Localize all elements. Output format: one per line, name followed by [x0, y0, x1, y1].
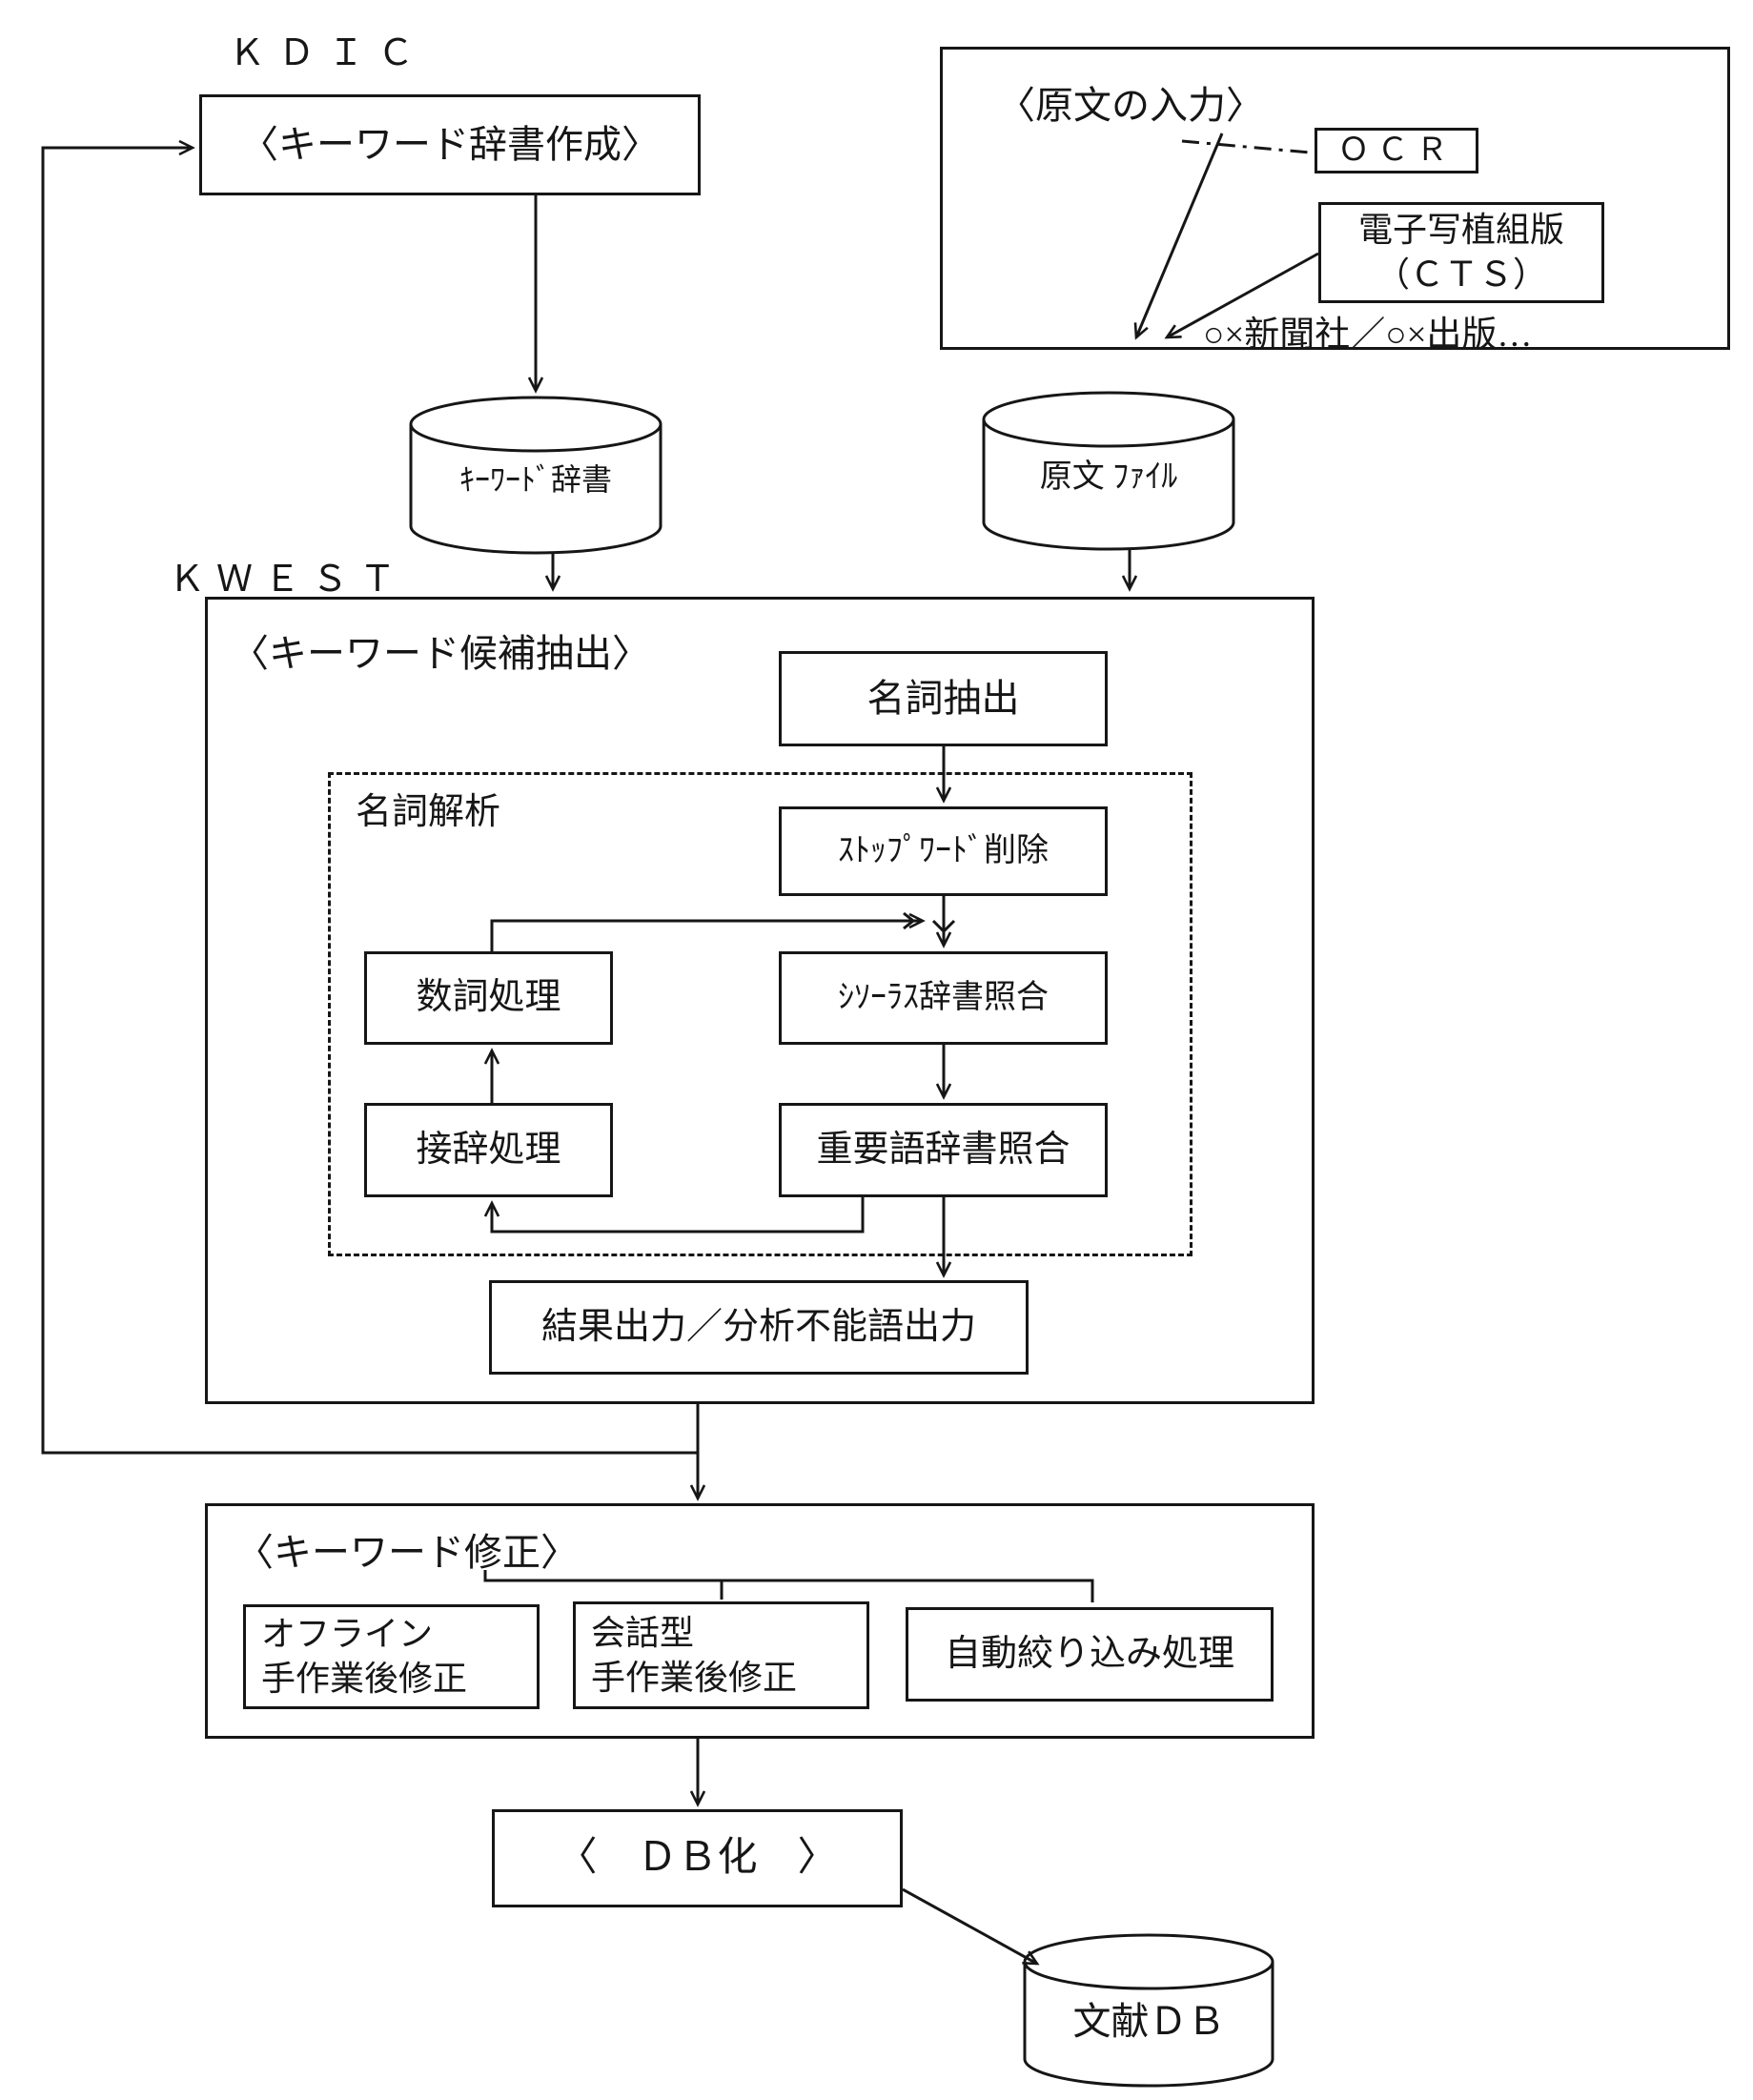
noun-extraction-node: 名詞抽出 — [779, 651, 1108, 746]
keyword-dictionary-cylinder — [409, 396, 662, 555]
interactive-correction-line1: 会話型 — [591, 1613, 695, 1652]
cts-line1: 電子写植組版 — [1357, 211, 1564, 250]
providers-label: ○×新聞社／○×出版… — [1203, 316, 1533, 355]
source-input-group — [940, 47, 1730, 350]
source-file-db-label: 原文 ﾌｧｲﾙ — [1039, 459, 1178, 495]
stopword-removal-node: ｽﾄｯﾌﾟﾜｰﾄﾞ削除 — [779, 806, 1108, 896]
offline-correction-line1: オフライン — [261, 1615, 434, 1654]
arrow-input-right — [1164, 252, 1319, 339]
arrow-input-left — [1133, 133, 1224, 340]
interactive-correction-line2: 手作業後修正 — [591, 1658, 798, 1697]
numeral-processing-node: 数詞処理 — [364, 951, 613, 1045]
arrow-dbcreate-to-documentdb — [902, 1887, 1040, 1966]
cts-node: 電子写植組版 （ＣＴＳ） — [1318, 202, 1604, 303]
interactive-correction-node: 会話型 手作業後修正 — [573, 1601, 869, 1709]
cts-line2: （ＣＴＳ） — [1375, 255, 1547, 294]
double-chevron-1 — [931, 919, 956, 934]
kdic-label: ＫＤＩＣ — [229, 33, 428, 73]
kwest-group — [205, 597, 1315, 1404]
affix-processing-node: 接辞処理 — [364, 1103, 613, 1197]
source-file-cylinder — [982, 391, 1235, 551]
source-input-title: 〈原文の入力〉 — [997, 84, 1264, 127]
loop-numeral-to-thesaurus — [490, 912, 926, 951]
offline-correction-line2: 手作業後修正 — [261, 1660, 468, 1698]
result-output-node: 結果出力／分析不能語出力 — [489, 1280, 1029, 1375]
keyword-matching-node: 重要語辞書照合 — [779, 1103, 1108, 1197]
candidate-extraction-title: 〈キーワード候補抽出〉 — [231, 632, 650, 675]
correction-branch-line — [483, 1570, 1094, 1602]
document-db-cylinder — [1023, 1933, 1274, 2088]
kwest-label: ＫＷＥＳＴ — [169, 560, 408, 600]
double-chevron-2 — [903, 911, 916, 930]
document-db-label: 文献ＤＢ — [1072, 2000, 1226, 2043]
keyword-correction-group — [205, 1503, 1315, 1739]
ocr-node: ＯＣＲ — [1315, 128, 1478, 173]
feedback-loop-to-kdic — [41, 139, 698, 1455]
loop-keywordmatch-to-affix — [483, 1197, 865, 1233]
noun-analysis-title: 名詞解析 — [348, 782, 509, 834]
db-creation-node: 〈 ＤＢ化 〉 — [492, 1809, 903, 1907]
noun-analysis-group — [328, 772, 1192, 1256]
auto-narrowing-node: 自動絞り込み処理 — [906, 1607, 1274, 1702]
thesaurus-matching-node: ｼｿｰﾗｽ辞書照合 — [779, 951, 1108, 1045]
keyword-dictionary-db-label: ｷｰﾜｰﾄﾞ辞書 — [459, 462, 612, 497]
dashdot-title-to-ocr — [1181, 139, 1311, 154]
keyword-correction-title: 〈キーワード修正〉 — [235, 1531, 579, 1574]
keyword-dict-creation-node: 〈キーワード辞書作成〉 — [199, 94, 701, 195]
offline-correction-node: オフライン 手作業後修正 — [243, 1604, 540, 1709]
